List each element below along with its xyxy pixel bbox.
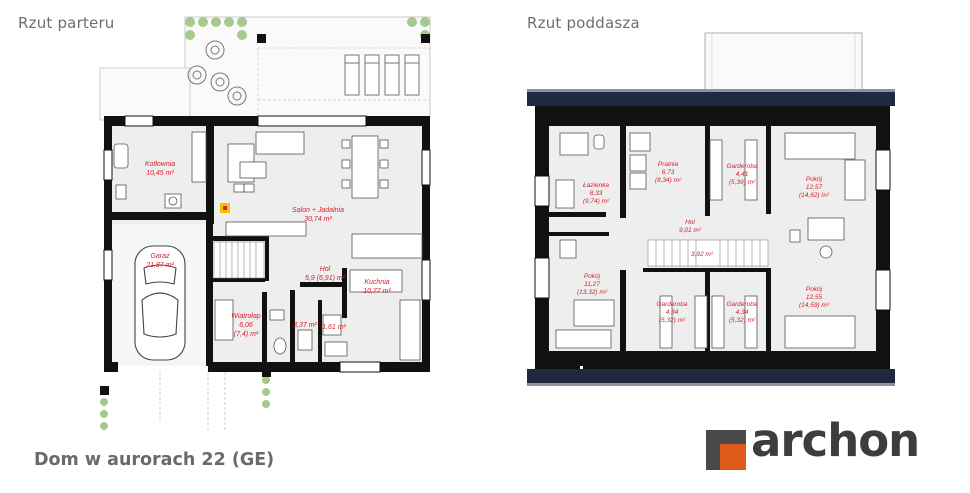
room-name: Kotłownia bbox=[145, 161, 175, 168]
ground-floor-stairs bbox=[213, 241, 265, 279]
room-area: 8,33 bbox=[590, 190, 603, 197]
attic-room-labels: Łazienka 8,33 (9,74) m² Pralnia 6,73 (8,… bbox=[577, 161, 830, 324]
ground-floor-heading: Rzut parteru bbox=[18, 14, 115, 32]
archon-logo: archon bbox=[706, 418, 948, 474]
room-name: Pokój bbox=[806, 286, 823, 293]
roof-eave-top bbox=[527, 92, 895, 106]
car-icon bbox=[134, 245, 186, 361]
attic-heading: Rzut poddasza bbox=[527, 14, 640, 32]
terrace-shrubs bbox=[185, 17, 430, 40]
room-area: 6,73 bbox=[662, 169, 675, 176]
room-area: 12,57 bbox=[806, 184, 823, 191]
room-area: 1,61 m² bbox=[322, 324, 346, 331]
room-name: Garderoba bbox=[656, 301, 687, 308]
vestibule-fixtures bbox=[214, 299, 348, 357]
room-area: 30,74 m² bbox=[304, 216, 332, 223]
sun-loungers bbox=[344, 54, 420, 96]
room-area: 10,77 m² bbox=[363, 288, 391, 295]
front-shrubs bbox=[100, 376, 270, 430]
room-name: Garderoba bbox=[726, 163, 757, 170]
ground-floor-room-labels: Kotłownia 10,45 m² Salon + Jadalnia 30,7… bbox=[145, 161, 392, 338]
room-area-gross: (14,59) m² bbox=[799, 302, 830, 309]
room-name: Pokój bbox=[806, 176, 823, 183]
room-name: Hol bbox=[320, 266, 331, 273]
room-name: Wiatrołap bbox=[231, 313, 261, 320]
room-area-gross: (8,34) m² bbox=[655, 177, 682, 184]
room-area: 6,06 bbox=[239, 322, 253, 329]
house-title: Dom w aurorach 22 (GE) bbox=[34, 450, 275, 470]
room-area: 4,41 bbox=[736, 171, 749, 178]
attic-plan: Łazienka 8,33 (9,74) m² Pralnia 6,73 (8,… bbox=[527, 32, 895, 386]
room-name: Pralnia bbox=[658, 161, 679, 168]
room-area: 12,55 bbox=[806, 294, 823, 301]
room-area: 4,34 bbox=[736, 309, 749, 316]
room-name: Garaż bbox=[150, 253, 170, 260]
garden-furniture bbox=[187, 40, 247, 106]
attic-walls bbox=[535, 106, 890, 369]
room-name: Salon + Jadalnia bbox=[292, 207, 344, 214]
living-room-furniture bbox=[225, 131, 423, 361]
room-area: 5,9 (6,91) m² bbox=[305, 275, 346, 282]
ground-floor-plan: Kotłownia 10,45 m² Salon + Jadalnia 30,7… bbox=[99, 16, 431, 430]
attic-furniture bbox=[555, 132, 866, 349]
room-area-gross: (14,62) m² bbox=[799, 192, 830, 199]
room-name: Pokój bbox=[584, 273, 601, 280]
room-area-gross: (13,32) m² bbox=[577, 289, 608, 296]
ground-floor-windows bbox=[103, 115, 431, 373]
room-name: Garderoba bbox=[726, 301, 757, 308]
room-area: 3,37 m² bbox=[293, 322, 317, 329]
room-area-gross: (9,74) m² bbox=[583, 198, 610, 205]
boiler-room-fixtures bbox=[113, 131, 207, 209]
room-area-gross: (5,32) m² bbox=[659, 317, 686, 324]
room-area: 21,87 m² bbox=[145, 262, 174, 269]
archon-mark-icon bbox=[706, 430, 746, 470]
room-name: Hol bbox=[685, 219, 695, 226]
room-name: Kuchnia bbox=[364, 279, 389, 286]
roof-eave-bottom bbox=[527, 369, 895, 383]
archon-wordmark: archon bbox=[751, 414, 920, 467]
attic-windows bbox=[534, 149, 891, 311]
room-area: 4,34 bbox=[666, 309, 679, 316]
room-area-gross: (7,4) m² bbox=[234, 331, 259, 338]
room-area: 3,92 m² bbox=[691, 251, 714, 258]
room-area-gross: (5,32) m² bbox=[729, 317, 756, 324]
room-name: Łazienka bbox=[583, 182, 609, 189]
room-area: 11,27 bbox=[584, 281, 600, 288]
attic-stairs bbox=[647, 239, 769, 267]
room-area: 10,45 m² bbox=[146, 170, 174, 177]
room-area: 9,01 m² bbox=[679, 227, 702, 234]
room-area-gross: (5,39) m² bbox=[729, 179, 756, 186]
